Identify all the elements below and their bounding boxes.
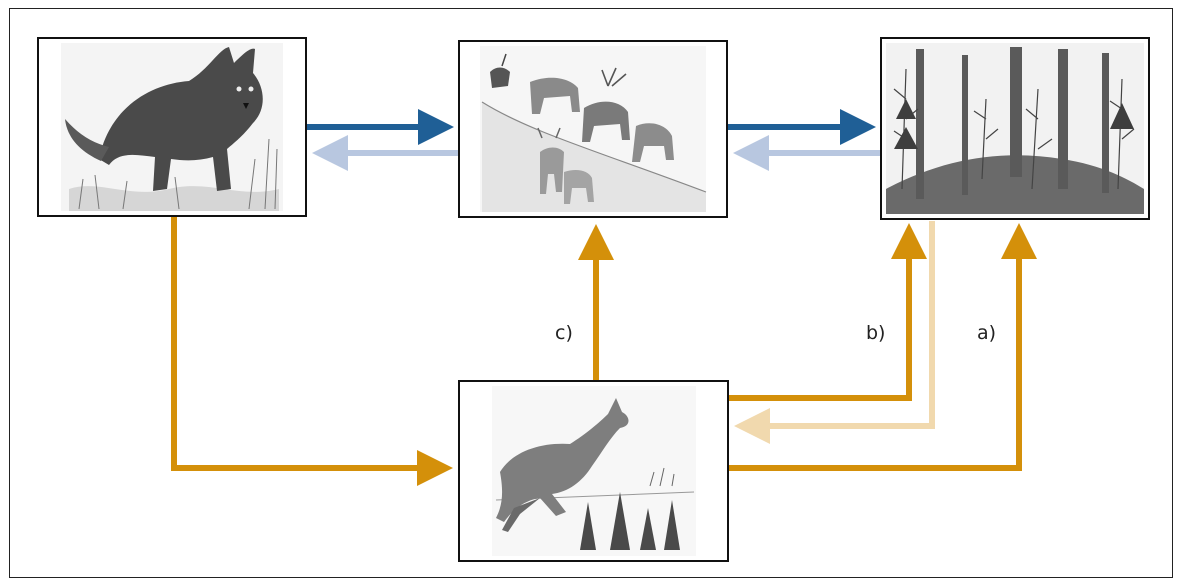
arrow-forest-to-running-deer <box>734 221 935 444</box>
label-c: c) <box>555 322 573 344</box>
panel-wolf <box>37 37 307 217</box>
label-a: a) <box>977 322 997 344</box>
panel-deer-herd <box>458 40 728 218</box>
arrow-wolf-to-running-deer <box>171 217 453 486</box>
panel-running-deer <box>458 380 729 562</box>
forest-sketch-icon <box>886 43 1144 214</box>
diagram-frame <box>9 8 1173 578</box>
panel-forest <box>880 37 1150 220</box>
label-b: b) <box>866 322 886 344</box>
arrow-running-deer-to-forest-b <box>729 223 927 401</box>
wolf-sketch-icon <box>61 43 283 211</box>
arrow-running-deer-to-forest-a <box>729 223 1037 471</box>
running-deer-sketch-icon <box>492 386 696 556</box>
deer-herd-sketch-icon <box>480 46 707 212</box>
